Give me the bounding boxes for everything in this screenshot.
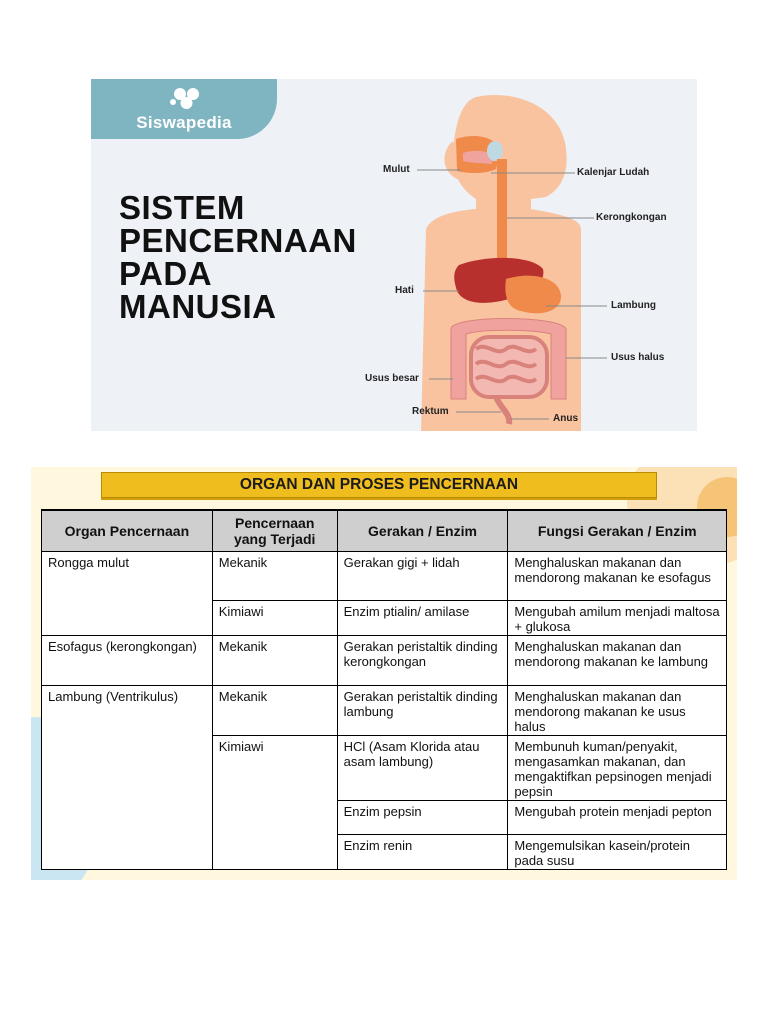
label-usus-halus: Usus halus (611, 352, 665, 363)
function-cell: Membunuh kuman/penyakit, mengasamkan mak… (507, 735, 727, 801)
table-title: ORGAN DAN PROSES PENCERNAAN (101, 472, 657, 498)
digestion-type-cell: Kimiawi (211, 600, 338, 636)
label-kerongkongan: Kerongkongan (596, 212, 667, 223)
agent-cell: Enzim ptialin/ amilase (336, 600, 509, 636)
digestion-type-cell: Mekanik (211, 551, 338, 601)
label-rektum: Rektum (412, 406, 449, 417)
label-anus: Anus (553, 413, 578, 424)
digestion-table-panel: ORGAN DAN PROSES PENCERNAAN Organ Pencer… (31, 467, 737, 880)
organ-cell: Esofagus (kerongkongan) (41, 635, 213, 686)
digestion-type-cell: Mekanik (211, 685, 338, 736)
title-line: MANUSIA (119, 288, 277, 325)
agent-cell: Enzim renin (336, 834, 509, 870)
table-row: Enzim renin Mengemulsikan kasein/protein… (42, 834, 727, 870)
label-hati: Hati (395, 285, 414, 296)
table-header-row: Organ Pencernaan Pencernaan yang Terjadi… (41, 509, 727, 552)
infographic-title: SISTEM PENCERNAAN PADA MANUSIA (119, 191, 357, 323)
function-cell: Mengemulsikan kasein/protein pada susu (507, 834, 727, 870)
logo-icon (170, 88, 199, 109)
small-intestine (469, 335, 549, 399)
salivary-gland (487, 141, 503, 161)
agent-cell: Enzim pepsin (336, 800, 509, 835)
column-header: Fungsi Gerakan / Enzim (507, 509, 727, 552)
label-mulut: Mulut (383, 164, 410, 175)
table-row: Kimiawi HCl (Asam Klorida atau asam lamb… (42, 735, 727, 870)
digestion-type-cell: Mekanik (211, 635, 338, 686)
title-line: PENCERNAAN (119, 222, 357, 259)
large-intestine (450, 318, 567, 400)
column-header: Pencernaan yang Terjadi (211, 509, 338, 552)
table-row: Lambung (Ventrikulus) Mekanik Gerakan pe… (41, 685, 727, 870)
column-header: Gerakan / Enzim (336, 509, 509, 552)
label-leader-lines (417, 169, 607, 420)
digestive-system-infographic: Siswapedia SISTEM PENCERNAAN PADA MANUSI… (91, 79, 697, 431)
table-row: Esofagus (kerongkongan) Mekanik Gerakan … (41, 635, 727, 686)
title-line: SISTEM (119, 189, 245, 226)
label-usus-besar: Usus besar (365, 373, 419, 384)
label-lambung: Lambung (611, 300, 656, 311)
agent-cell: Gerakan gigi + lidah (336, 551, 509, 601)
table-row: Kimiawi Enzim ptialin/ amilase Mengubah … (42, 600, 727, 636)
agent-cell: Gerakan peristaltik dinding kerongkongan (336, 635, 509, 686)
label-kalenjar-ludah: Kalenjar Ludah (577, 167, 650, 178)
rectum (493, 395, 513, 425)
organ-cell: Rongga mulut (41, 551, 213, 636)
digestion-type-cell: Kimiawi (211, 735, 338, 870)
digestion-process-table: Organ Pencernaan Pencernaan yang Terjadi… (41, 509, 727, 870)
function-cell: Menghaluskan makanan dan mendorong makan… (507, 685, 727, 736)
table-row: Rongga mulut Mekanik Gerakan gigi + lida… (41, 551, 727, 636)
digestive-system-illustration (417, 94, 607, 431)
title-line: PADA (119, 255, 213, 292)
function-cell: Menghaluskan makanan dan mendorong makan… (507, 551, 727, 601)
agent-cell: HCl (Asam Klorida atau asam lambung) (336, 735, 509, 801)
esophagus (497, 159, 507, 299)
stomach (505, 275, 561, 314)
function-cell: Mengubah protein menjadi pepton (507, 800, 727, 835)
column-header: Organ Pencernaan (41, 509, 213, 552)
agent-cell: Gerakan peristaltik dinding lambung (336, 685, 509, 736)
logo-text: Siswapedia (136, 113, 232, 132)
logo-badge: Siswapedia (91, 79, 277, 139)
organ-cell: Lambung (Ventrikulus) (41, 685, 213, 870)
function-cell: Menghaluskan makanan dan mendorong makan… (507, 635, 727, 686)
function-cell: Mengubah amilum menjadi maltosa + glukos… (507, 600, 727, 636)
